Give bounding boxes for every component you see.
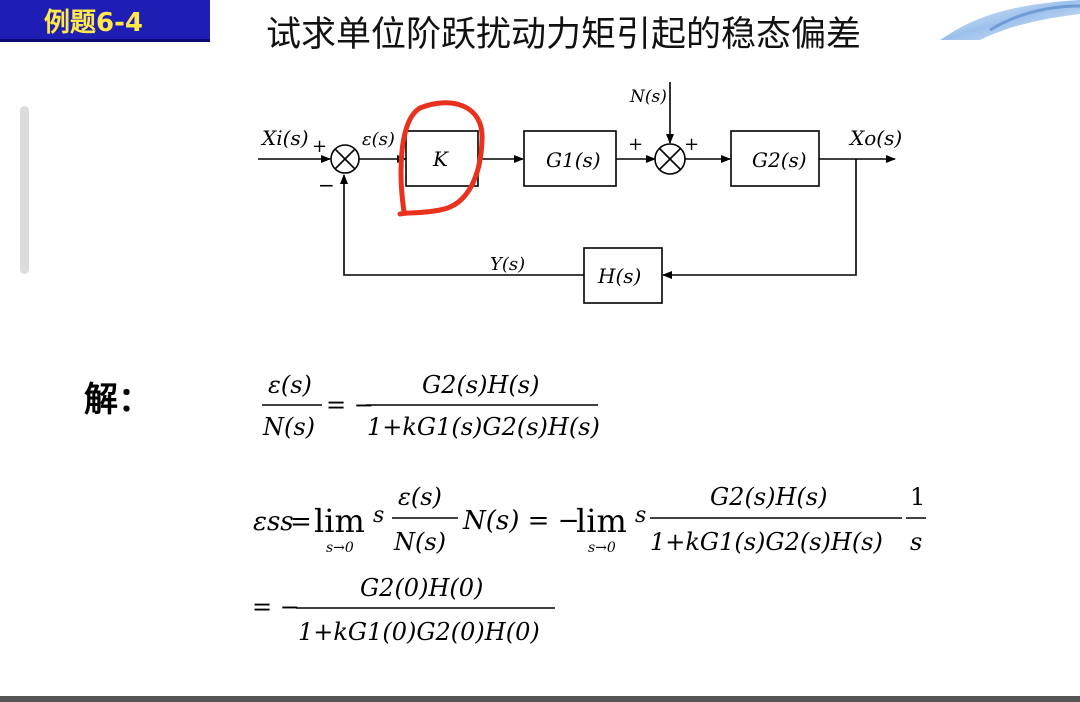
highlight-mark xyxy=(397,100,485,217)
eq1-equals: = − xyxy=(326,391,374,419)
feedback-label: Y(s) xyxy=(490,254,525,275)
page-title: 试求单位阶跃扰动力矩引起的稳态偏差 xyxy=(266,15,862,55)
eq2-equals: = xyxy=(290,507,312,537)
block-g2-label: G2(s) xyxy=(752,148,807,172)
eq2-one: 1 xyxy=(910,483,925,511)
block-k-label: K xyxy=(432,147,449,171)
eq1-numerator: ε(s) xyxy=(268,371,312,399)
block-h-label: H(s) xyxy=(597,264,641,288)
eq1-rhs-denominator: 1+kG1(s)G2(s)H(s) xyxy=(367,413,600,441)
eq2-lhs: εss xyxy=(253,507,294,537)
plus-sign-3: + xyxy=(684,134,699,155)
eq1-denominator: N(s) xyxy=(262,413,315,441)
plus-sign-1: + xyxy=(312,136,327,157)
corner-decoration-icon xyxy=(940,0,1080,40)
eq2-n: N(s) = − xyxy=(462,506,579,536)
eq2-s-2: s xyxy=(635,503,646,528)
plus-sign-2: + xyxy=(628,134,643,155)
bottom-bar xyxy=(0,696,1080,702)
eq2-lim-sub-1: s→0 xyxy=(326,540,354,556)
input-label: Xi(s) xyxy=(260,126,309,150)
disturbance-label: N(s) xyxy=(629,87,667,107)
output-label: Xo(s) xyxy=(848,126,902,150)
eq2-frac-denominator: N(s) xyxy=(393,528,446,556)
eq2-rhs-denominator: 1+kG1(s)G2(s)H(s) xyxy=(650,528,883,556)
solution-label: 解： xyxy=(84,380,152,420)
eq2-lim-sub-2: s→0 xyxy=(588,540,616,556)
minus-sign: − xyxy=(318,173,335,197)
eq3-numerator: G2(0)H(0) xyxy=(360,574,483,602)
error-label: ε(s) xyxy=(362,129,395,150)
eq2-lim-2: lim xyxy=(576,502,627,540)
eq2-frac-numerator: ε(s) xyxy=(398,483,442,511)
eq3-denominator: 1+kG1(0)G2(0)H(0) xyxy=(298,618,540,646)
eq2-s-1: s xyxy=(373,503,384,528)
eq2-s-denominator: s xyxy=(910,528,922,556)
eq3-equals: = − xyxy=(252,593,300,621)
example-badge-label: 例题6-4 xyxy=(44,8,143,38)
block-g1-label: G1(s) xyxy=(546,148,601,172)
scrollbar[interactable] xyxy=(20,106,29,274)
eq2-rhs-numerator: G2(s)H(s) xyxy=(710,483,827,511)
example-badge: 例题6-4 xyxy=(0,0,210,42)
eq1-rhs-numerator: G2(s)H(s) xyxy=(422,371,539,399)
eq2-lim-1: lim xyxy=(314,502,365,540)
